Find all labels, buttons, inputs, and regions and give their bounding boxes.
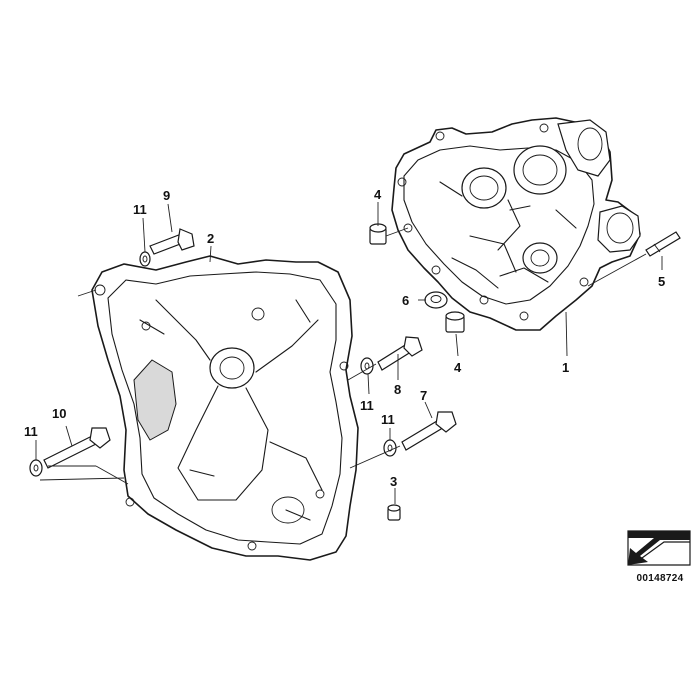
bolt-7 (401, 411, 457, 451)
seal-ring-6 (424, 291, 448, 309)
dowel-sleeve-4-upper (369, 223, 387, 245)
callout-1: 1 (562, 360, 569, 375)
gearbox-cover (91, 255, 359, 561)
washer-11-lower-left (29, 459, 43, 477)
callout-4-lower: 4 (454, 360, 462, 375)
bolt-8 (377, 336, 423, 371)
callout-7: 7 (420, 388, 427, 403)
callout-11-lower-left: 11 (24, 424, 38, 439)
leader-lines (35, 202, 663, 504)
callout-2: 2 (207, 231, 214, 246)
bolt-9 (149, 228, 195, 255)
arrow-badge-icon (627, 530, 691, 566)
bolt-10 (43, 427, 111, 469)
callout-4-upper: 4 (374, 187, 382, 202)
reference-number: 00148724 (636, 573, 684, 584)
callout-11-right-upper: 11 (360, 398, 374, 413)
washer-11-upper (139, 251, 151, 267)
callout-5: 5 (658, 274, 665, 289)
callout-9: 9 (163, 188, 170, 203)
callout-labels: 11 9 2 4 6 5 4 1 8 11 7 11 10 11 3 (24, 187, 665, 489)
callout-10: 10 (52, 406, 66, 421)
rear-gearbox-housing (391, 117, 641, 331)
dowel-sleeve-4-lower (445, 311, 465, 333)
callout-11-right-lower: 11 (381, 412, 395, 427)
washer-11-right-lower (383, 439, 397, 457)
callout-11-upper: 11 (133, 202, 147, 217)
callout-8: 8 (394, 382, 401, 397)
callout-6: 6 (402, 293, 409, 308)
pin-3 (387, 504, 401, 521)
callout-3: 3 (390, 474, 397, 489)
stud-5 (645, 231, 681, 257)
